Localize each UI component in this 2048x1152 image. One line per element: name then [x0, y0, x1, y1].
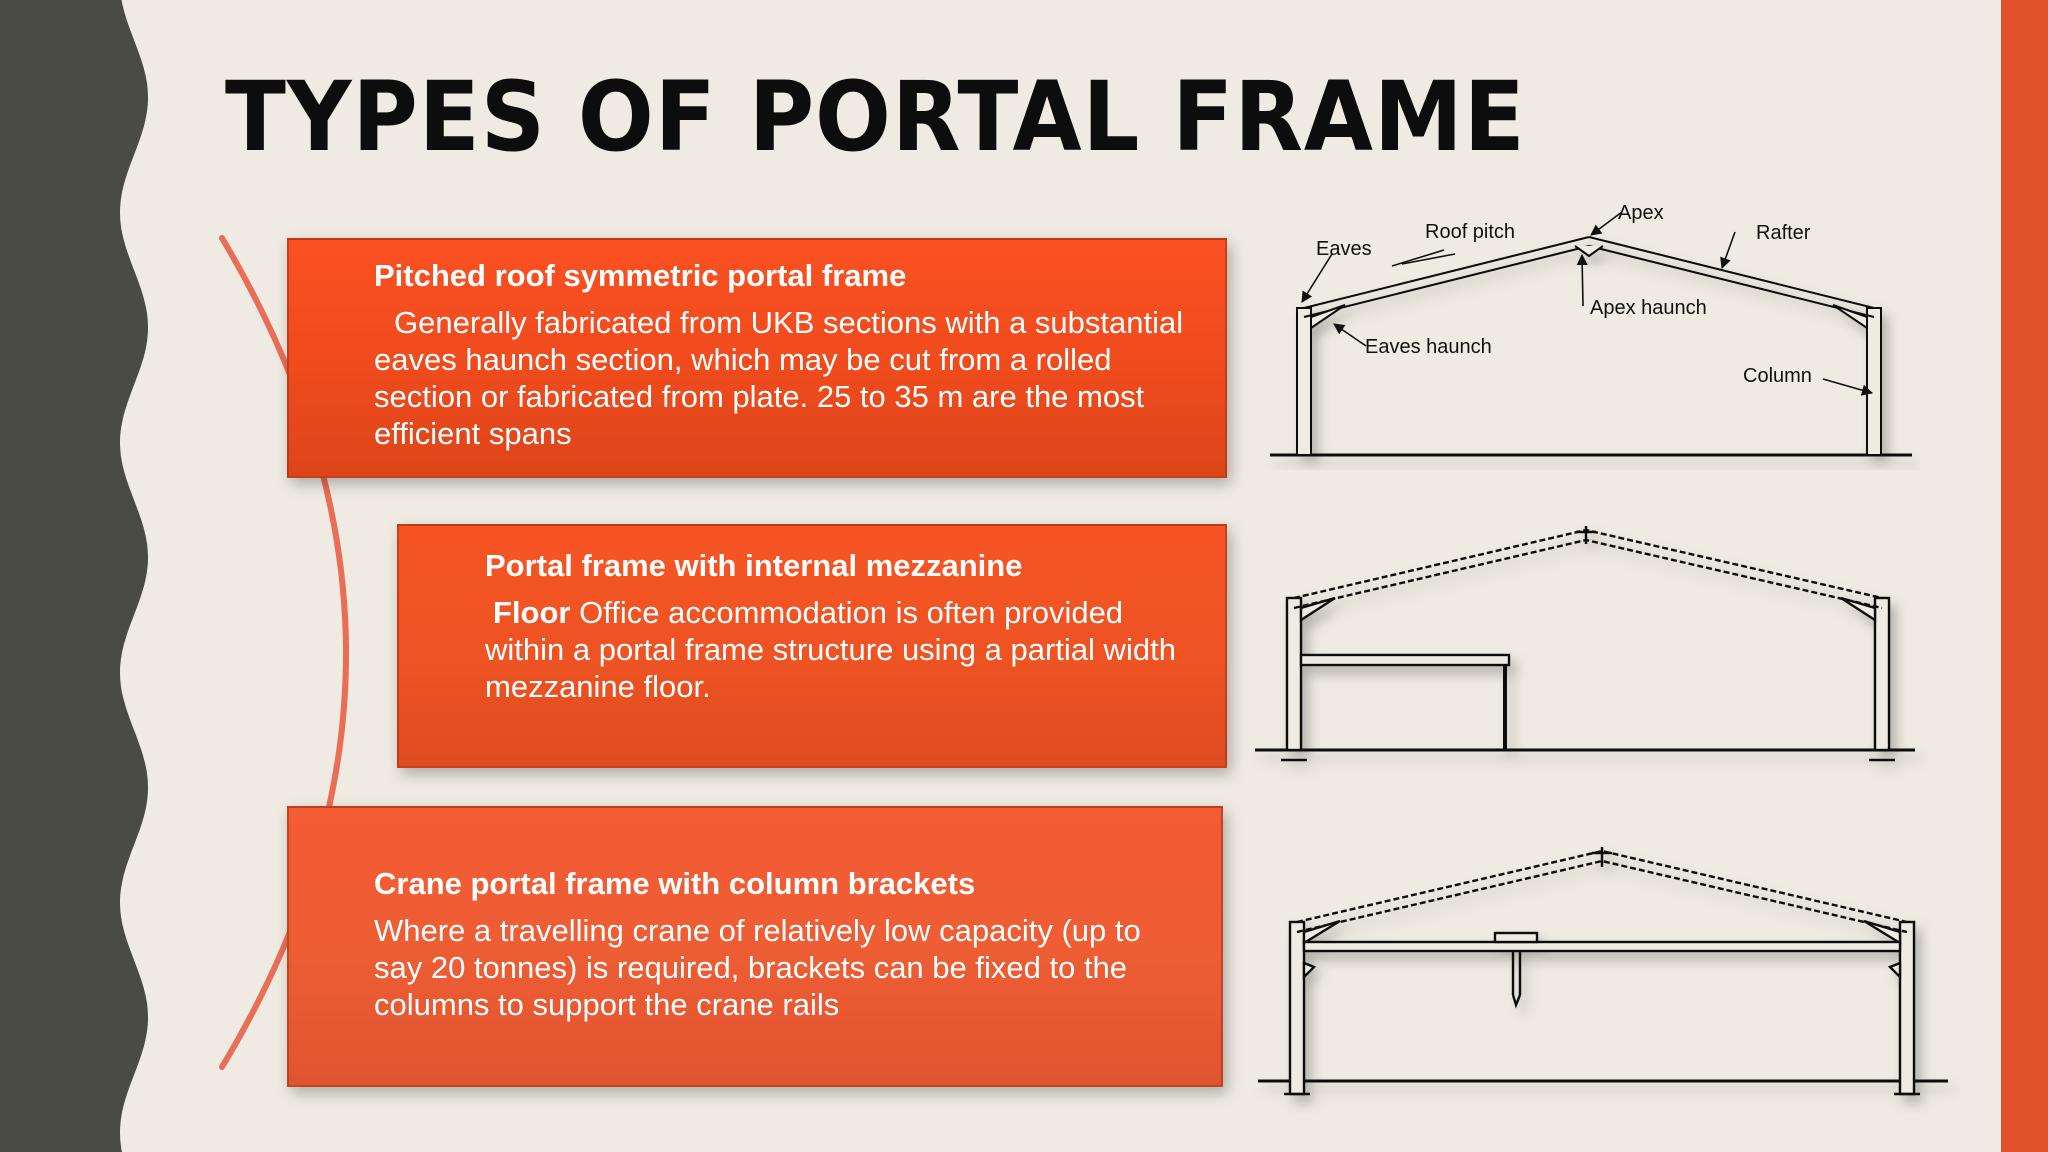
label-eaves: Eaves	[1316, 238, 1372, 260]
crane-frame-box: Crane portal frame with column brackets …	[287, 806, 1223, 1087]
right-accent-band	[2001, 0, 2048, 1152]
mezzanine-frame-description-text: Office accommodation is often provided w…	[485, 595, 1176, 704]
pitched-roof-frame-box: Pitched roof symmetric portal frame Gene…	[287, 238, 1227, 478]
crane-frame-description: Where a travelling crane of relatively l…	[374, 913, 1141, 1022]
mezzanine-frame-description: Floor Office accommodation is often prov…	[485, 594, 1195, 705]
mezzanine-frame-box: Portal frame with internal mezzanine Flo…	[397, 524, 1227, 768]
mezzanine-floor-word: Floor	[493, 595, 571, 630]
label-column: Column	[1743, 365, 1812, 387]
left-decorative-band	[0, 0, 148, 1152]
crane-frame-diagram	[1258, 847, 1948, 1096]
label-roof-pitch: Roof pitch	[1425, 221, 1515, 243]
mezzanine-frame-diagram	[1255, 526, 1915, 762]
crane-frame-heading: Crane portal frame with column brackets	[374, 866, 976, 901]
label-apex-haunch: Apex haunch	[1590, 297, 1707, 319]
label-rafter: Rafter	[1756, 222, 1811, 244]
pitched-roof-frame-description: Generally fabricated from UKB sections w…	[374, 305, 1184, 451]
slide-title: TYPES OF PORTAL FRAME	[225, 61, 1526, 173]
label-eaves-haunch: Eaves haunch	[1365, 336, 1492, 358]
pitched-roof-frame-diagram: Eaves Roof pitch Apex Rafter Apex haunch…	[1270, 202, 1912, 457]
pitched-roof-frame-heading: Pitched roof symmetric portal frame	[374, 258, 907, 293]
label-apex: Apex	[1618, 202, 1664, 224]
mezzanine-frame-heading: Portal frame with internal mezzanine	[485, 548, 1023, 583]
